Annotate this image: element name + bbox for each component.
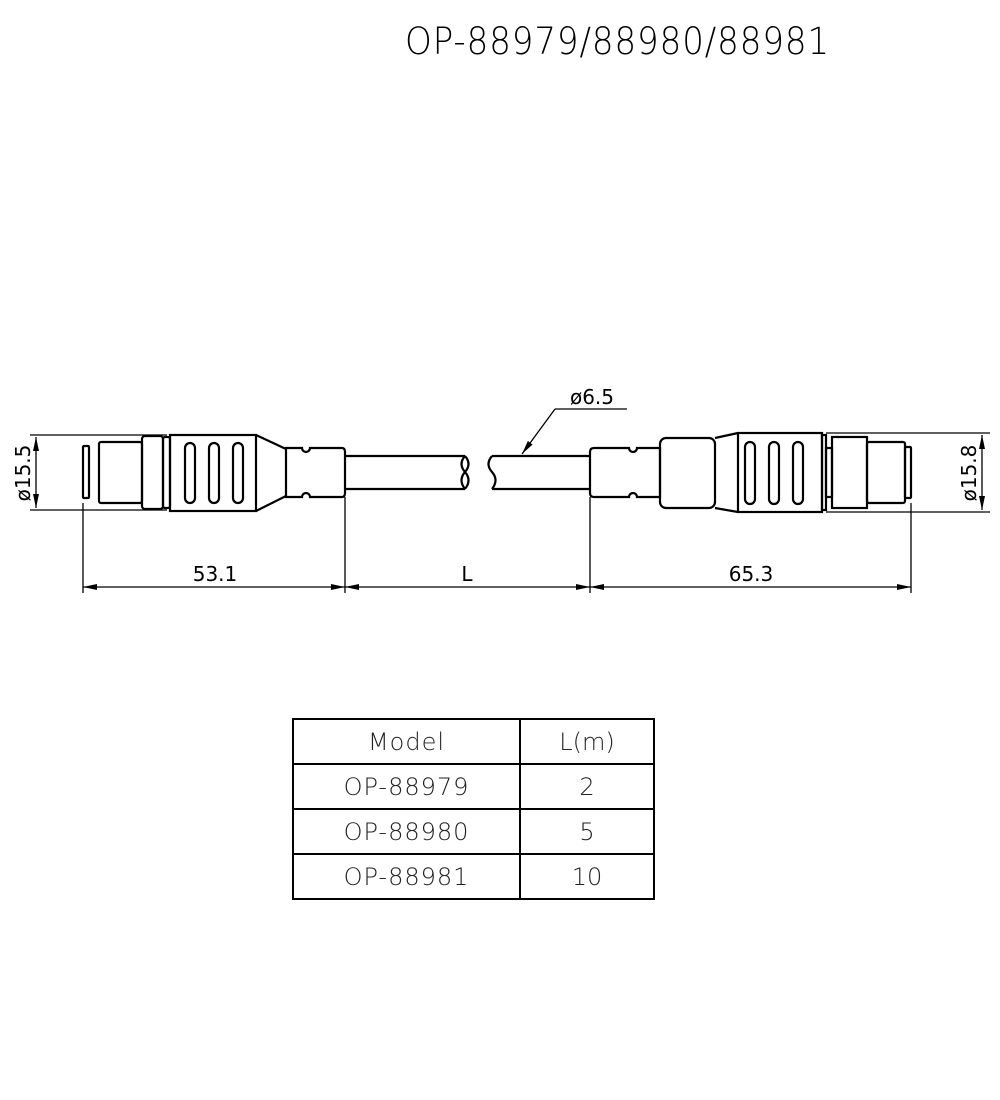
right-length-label: 65.3 [729, 562, 774, 586]
cell-model: OP-88980 [292, 808, 521, 855]
table-header-row: Model L(m) [292, 718, 655, 765]
table-row: OP-88980 5 [292, 808, 655, 855]
table-row: OP-88979 2 [292, 763, 655, 810]
drawing-title: OP-88979/88980/88981 [405, 20, 831, 63]
cable-length-label: L [461, 562, 473, 586]
right-connector [487, 431, 913, 514]
left-length-label: 53.1 [193, 562, 238, 586]
table-row: OP-88981 10 [292, 853, 655, 900]
model-length-table: Model L(m) OP-88979 2 OP-88980 5 OP-8898… [292, 718, 655, 900]
left-diameter-label: ø15.5 [11, 445, 35, 502]
cell-model: OP-88979 [292, 763, 521, 810]
dimension-lines [30, 408, 990, 593]
cable-diameter-label: ø6.5 [570, 385, 614, 409]
cell-model: OP-88981 [292, 853, 521, 900]
header-length: L(m) [519, 718, 655, 765]
header-model: Model [292, 718, 521, 765]
left-connector [81, 433, 470, 513]
cell-length: 10 [519, 853, 655, 900]
cell-length: 2 [519, 763, 655, 810]
cell-length: 5 [519, 808, 655, 855]
right-diameter-label: ø15.8 [957, 445, 981, 502]
